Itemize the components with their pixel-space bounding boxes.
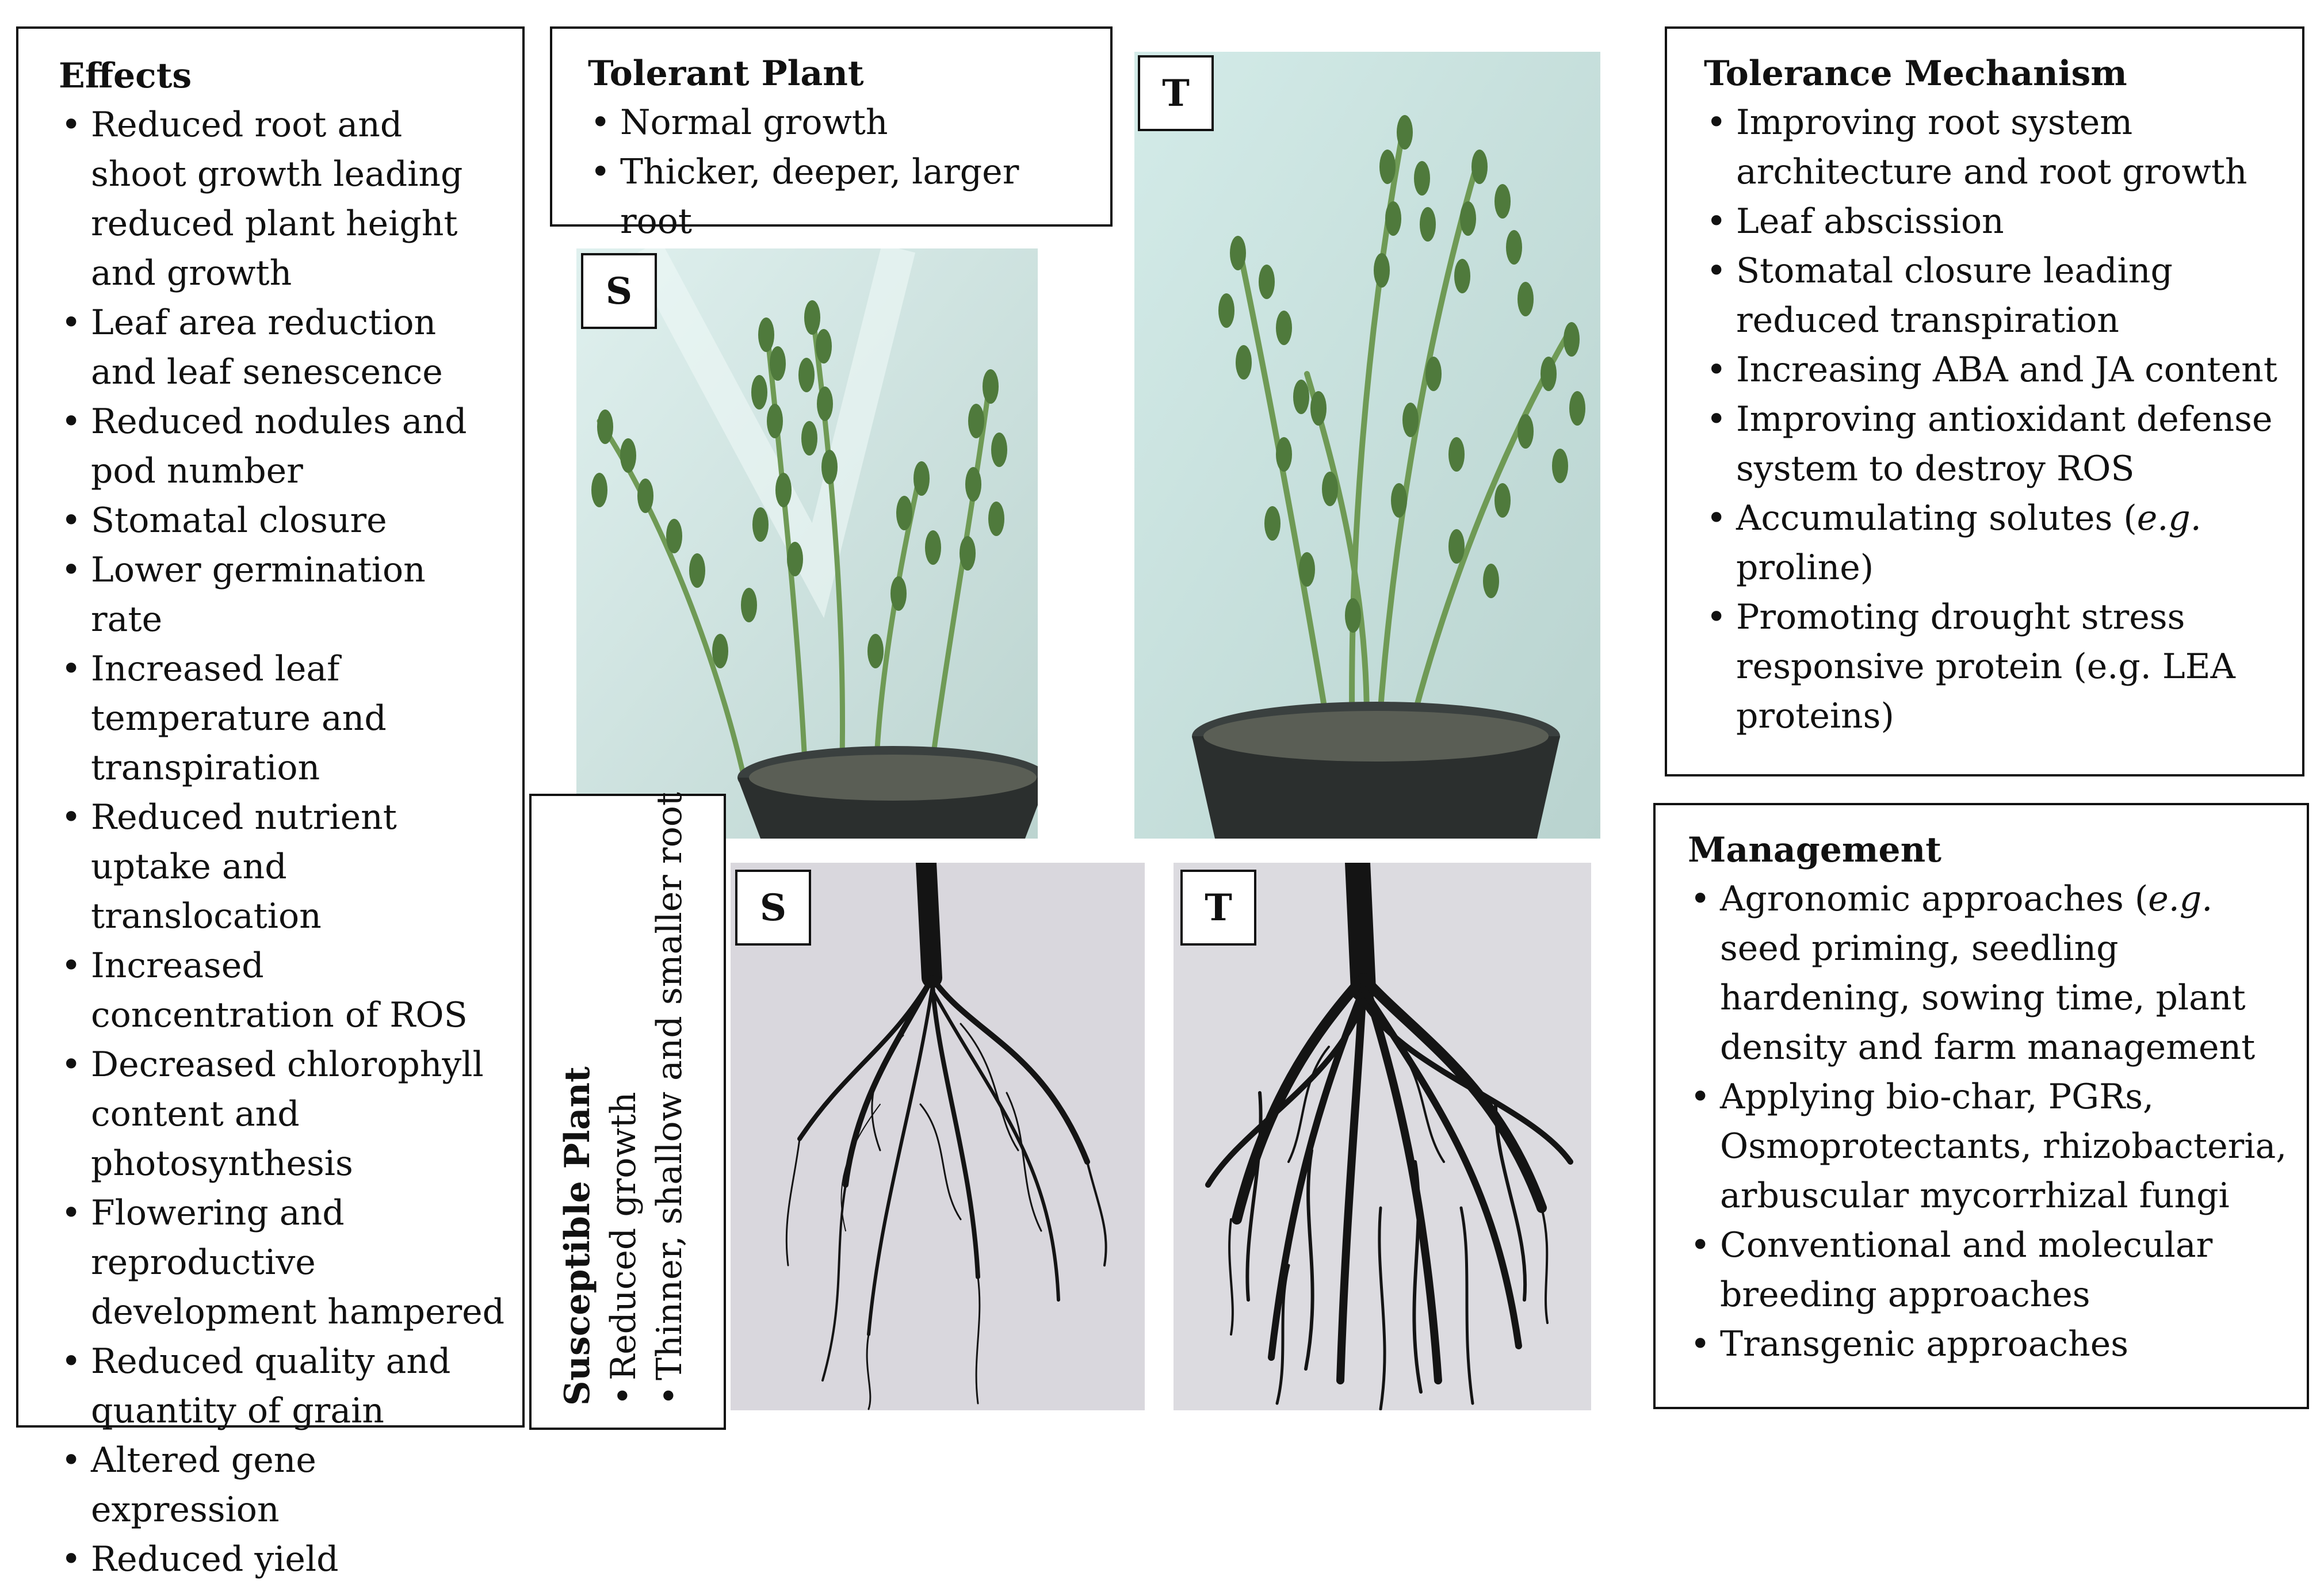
tolerant-plant-title: Tolerant Plant [588, 53, 864, 94]
susceptible-plant-box: Susceptible Plant Reduced growth Thinner… [529, 792, 726, 1430]
tolerant-shoot-label: T [1138, 55, 1214, 131]
susceptible-shoot-label: S [581, 253, 657, 329]
management-list: Agronomic approaches (e.g. seed priming,… [1688, 874, 2295, 1369]
susceptible-root-image [731, 863, 1145, 1410]
list-item: Promoting drought stress responsive prot… [1704, 592, 2291, 741]
tolerance-mechanism-list: Improving root system architecture and r… [1704, 98, 2291, 741]
list-item: Reduced nodules and pod number [59, 397, 505, 496]
susceptible-shoot-image [576, 248, 1038, 839]
management-title: Management [1688, 830, 1941, 870]
list-item: Stomatal closure leading reduced transpi… [1704, 246, 2291, 345]
list-item: Normal growth [588, 98, 1093, 147]
solutes-text: Accumulating solutes ( [1736, 498, 2137, 538]
list-item: Reduced root and shoot growth leading re… [59, 100, 505, 298]
list-item: Accumulating solutes (e.g. proline) [1704, 493, 2291, 592]
susceptible-plant-text: Susceptible Plant Reduced growth Thinner… [555, 792, 693, 1406]
susceptible-shoot-photo: S [576, 248, 1038, 839]
list-item: Reduced growth [601, 819, 647, 1406]
tolerant-root-image [1174, 863, 1591, 1410]
list-item: Leaf area reduction and leaf senescence [59, 298, 505, 397]
agronomic-eg: e.g. [2148, 879, 2213, 919]
tolerant-shoot-photo: T [1134, 52, 1600, 839]
effects-list: Reduced root and shoot growth leading re… [59, 100, 505, 1584]
tolerant-root-label: T [1180, 870, 1256, 946]
tolerance-mechanism-box: Tolerance Mechanism Improving root syste… [1665, 26, 2304, 776]
agronomic-text-end: seed priming, seedling hardening, sowing… [1720, 928, 2256, 1068]
management-box: Management Agronomic approaches (e.g. se… [1653, 803, 2309, 1409]
solutes-text-end: proline) [1736, 548, 1874, 588]
susceptible-root-label: S [735, 870, 811, 946]
list-item: Conventional and molecular breeding appr… [1688, 1220, 2295, 1319]
susceptible-plant-list: Reduced growth Thinner, shallow and smal… [601, 792, 693, 1406]
list-item: Thicker, deeper, larger root [588, 147, 1093, 246]
tolerance-mechanism-title: Tolerance Mechanism [1704, 53, 2127, 94]
list-item: Reduced yield [59, 1535, 505, 1584]
list-item: Improving antioxidant defense system to … [1704, 395, 2291, 493]
tolerant-plant-list: Normal growth Thicker, deeper, larger ro… [588, 98, 1093, 246]
tolerant-root-photo: T [1174, 863, 1591, 1410]
list-item: Flowering and reproductive development h… [59, 1188, 505, 1337]
list-item: Increasing ABA and JA content [1704, 345, 2291, 395]
effects-box: Effects Reduced root and shoot growth le… [16, 26, 525, 1584]
list-item: Reduced nutrient uptake and translocatio… [59, 793, 505, 941]
list-item: Lower germination rate [59, 545, 505, 644]
list-item: Altered gene expression [59, 1436, 505, 1535]
list-item: Improving root system architecture and r… [1704, 98, 2291, 197]
list-item: Agronomic approaches (e.g. seed priming,… [1688, 874, 2295, 1072]
list-item: Increased leaf temperature and transpira… [59, 644, 505, 793]
list-item: Applying bio-char, PGRs, Osmoprotectants… [1688, 1072, 2295, 1220]
agronomic-text: Agronomic approaches ( [1720, 879, 2149, 919]
list-item: Thinner, shallow and smaller root [647, 792, 693, 1406]
list-item: Decreased chlorophyll content and photos… [59, 1040, 505, 1188]
list-item: Transgenic approaches [1688, 1319, 2295, 1369]
effects-title: Effects [59, 56, 192, 96]
susceptible-root-photo: S [731, 863, 1145, 1410]
list-item: Stomatal closure [59, 496, 505, 545]
tolerant-shoot-image [1134, 52, 1600, 839]
list-item: Increased concentration of ROS [59, 941, 505, 1040]
solutes-eg: e.g. [2136, 498, 2201, 538]
list-item: Leaf abscission [1704, 197, 2291, 246]
list-item: Reduced quality and quantity of grain [59, 1337, 505, 1436]
susceptible-plant-title: Susceptible Plant [557, 1066, 598, 1406]
tolerant-plant-box: Tolerant Plant Normal growth Thicker, de… [550, 26, 1113, 242]
